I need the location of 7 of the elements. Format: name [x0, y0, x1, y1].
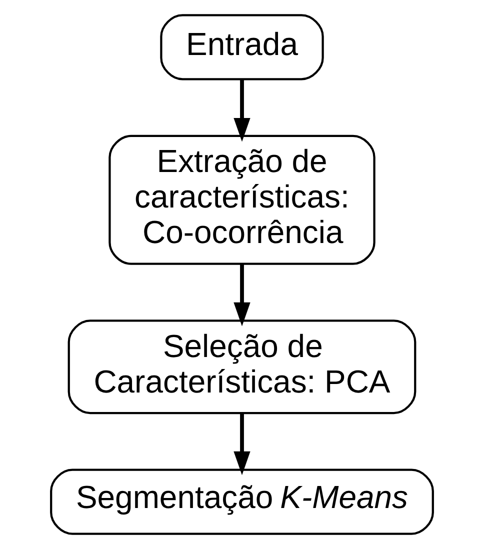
node-box: Extração de características: Co-ocorrência: [108, 134, 376, 265]
arrow: [234, 264, 250, 326]
arrow: [234, 80, 250, 142]
node-box: Segmentação K-Means: [50, 468, 434, 535]
node-box: Seleção de Características: PCA: [68, 320, 416, 414]
node-box: Entrada: [160, 14, 324, 80]
arrow: [234, 413, 250, 476]
